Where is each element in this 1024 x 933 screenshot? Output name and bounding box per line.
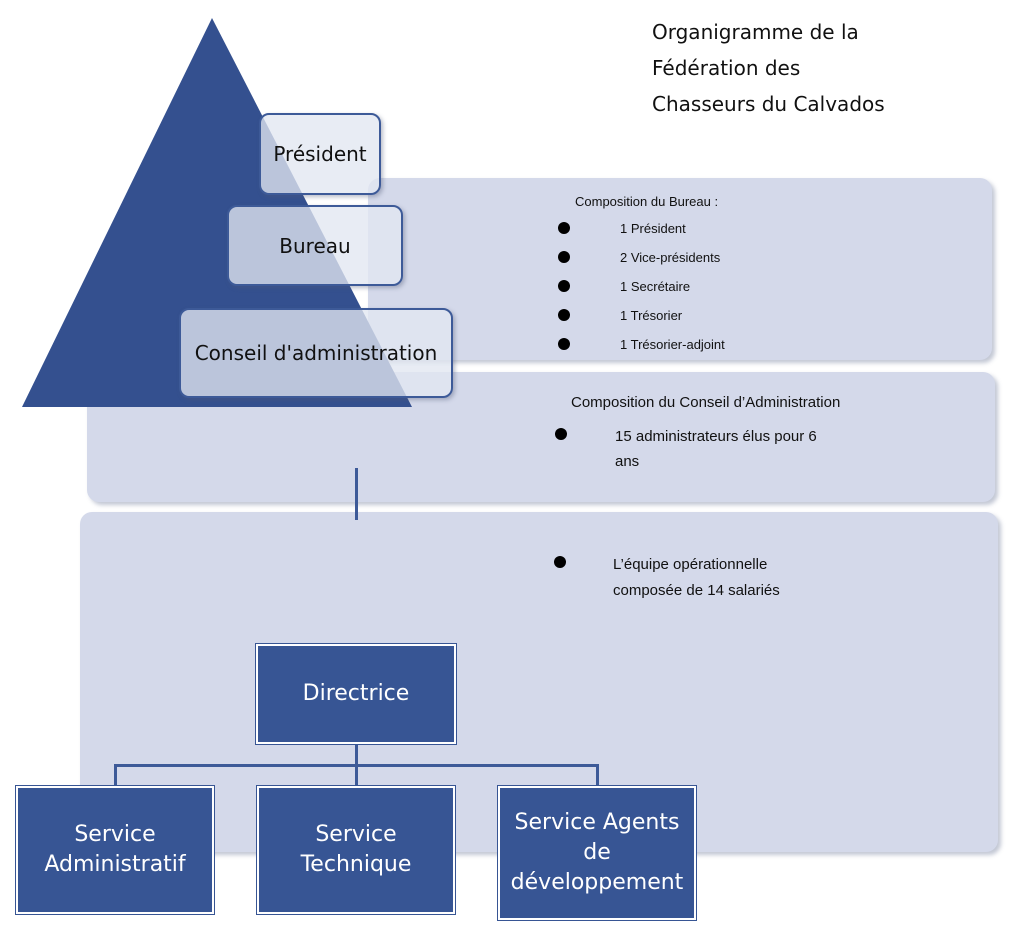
pyramid-level-president: Président (259, 113, 381, 195)
title-line-1: Organigramme de la (652, 20, 859, 44)
bullet-icon (558, 338, 570, 350)
title-line-2: Fédération des (652, 56, 801, 80)
bureau-member: 1 Trésorier-adjoint (620, 337, 725, 352)
connector-line (355, 468, 358, 520)
bureau-member: 2 Vice-présidents (620, 250, 721, 265)
org-box-service-agents: Service Agents de développement (497, 785, 697, 921)
title-line-3: Chasseurs du Calvados (652, 92, 885, 116)
pyramid-level-label: Président (273, 142, 367, 166)
pyramid-level-label: Conseil d'administration (194, 341, 438, 365)
connector-line (596, 764, 599, 786)
bullet-icon (555, 428, 567, 440)
org-box-label: développement (510, 870, 684, 895)
org-box-label: Administratif (44, 852, 186, 877)
bullet-icon (554, 556, 566, 568)
bullet-icon (558, 309, 570, 321)
equipe-item-line-2: composée de 14 salariés (613, 582, 780, 599)
pyramid-level-label: Bureau (279, 233, 351, 258)
org-box-service-administratif: Service Administratif (15, 785, 215, 915)
bureau-member: 1 Trésorier (620, 308, 683, 323)
bureau-panel (368, 178, 992, 360)
bullet-icon (558, 222, 570, 234)
pyramid-level-conseil: Conseil d'administration (179, 308, 453, 398)
connector-line (355, 744, 358, 766)
bullet-icon (558, 251, 570, 263)
conseil-heading: Composition du Conseil d’Administration (571, 394, 841, 411)
org-box-label: Service (74, 822, 156, 847)
pyramid-level-bureau: Bureau (227, 205, 403, 286)
bullet-icon (558, 280, 570, 292)
conseil-item-line-1: 15 administrateurs élus pour 6 (615, 428, 817, 445)
org-box-label: Technique (300, 852, 412, 877)
diagram-title: Organigramme de la Fédération des Chasse… (652, 14, 1012, 122)
bureau-member: 1 Président (620, 221, 686, 236)
org-box-label: Service Agents (514, 810, 680, 835)
org-box-service-technique: Service Technique (256, 785, 456, 915)
connector-line (114, 764, 117, 786)
connector-line (355, 764, 358, 786)
bureau-heading: Composition du Bureau : (575, 194, 719, 209)
org-box-label: Service (315, 822, 397, 847)
equipe-item-line-1: L’équipe opérationnelle (613, 556, 768, 573)
org-box-directrice: Directrice (255, 643, 457, 745)
conseil-item-line-2: ans (615, 453, 640, 470)
bureau-member: 1 Secrétaire (620, 279, 691, 294)
org-box-label: de (583, 840, 611, 865)
org-box-label: Directrice (302, 681, 410, 706)
